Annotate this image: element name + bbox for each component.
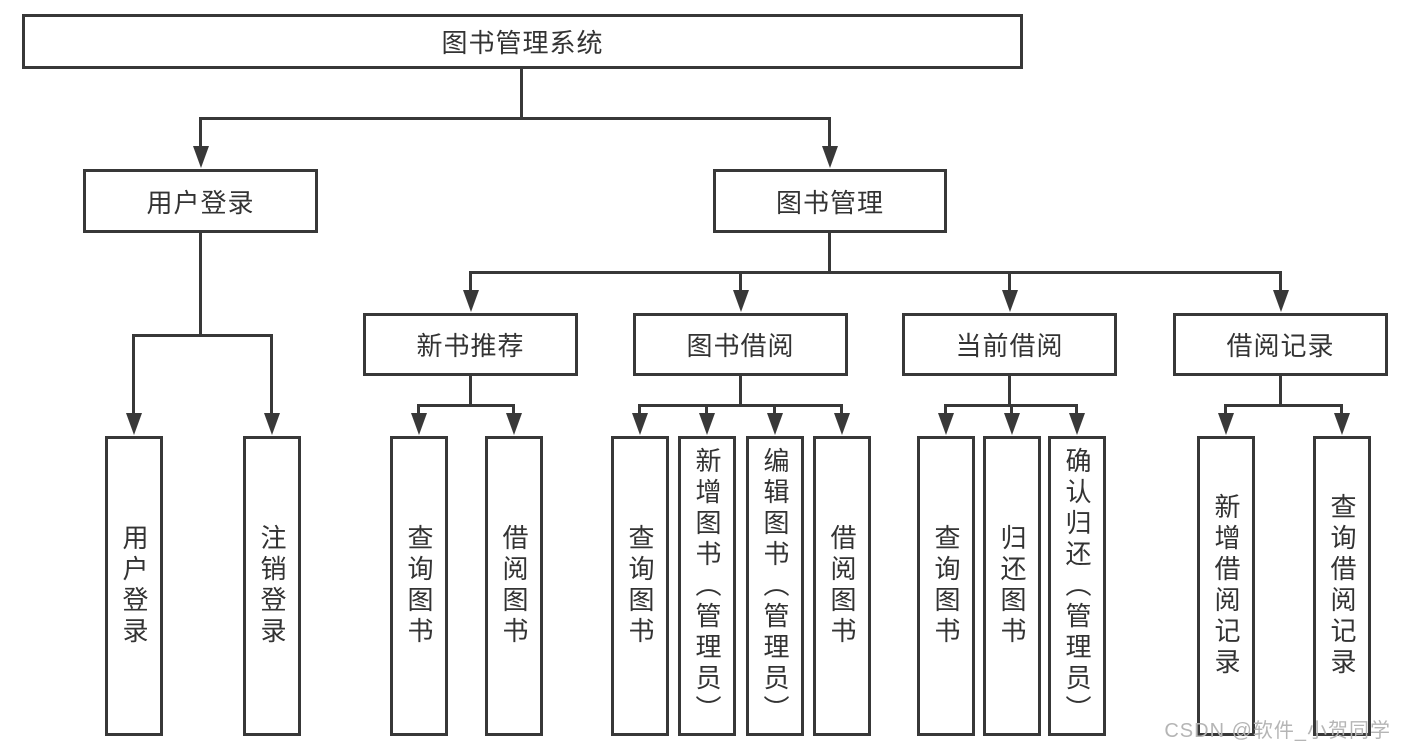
node-current-borrowing: 当前借阅 <box>902 313 1117 376</box>
leaf-logout-label: 注销登录 <box>257 524 287 648</box>
leaf-return-book-label: 归还图书 <box>997 524 1027 648</box>
connector-line <box>828 117 831 149</box>
connector-line <box>469 271 1282 274</box>
connector-arrow <box>264 413 280 435</box>
csdn-watermark: CSDN @软件_小贺同学 <box>1164 720 1391 742</box>
connector-line <box>199 233 202 334</box>
connector-line <box>1224 404 1227 416</box>
connector-line <box>132 334 135 416</box>
connector-line <box>739 376 742 404</box>
connector-line <box>417 404 420 416</box>
leaf-return-book: 归还图书 <box>983 436 1041 736</box>
leaf-query-book-borrow: 查询图书 <box>611 436 669 736</box>
connector-arrow <box>463 290 479 312</box>
connector-arrow <box>938 413 954 435</box>
leaf-borrow-book-label: 借阅图书 <box>827 524 857 648</box>
connector-line <box>512 404 515 416</box>
connector-line <box>840 404 843 416</box>
connector-line <box>638 404 843 407</box>
leaf-query-book-current: 查询图书 <box>917 436 975 736</box>
leaf-confirm-return-admin: 确认归还（管理员） <box>1048 436 1106 736</box>
connector-arrow <box>1069 413 1085 435</box>
leaf-user-login-label: 用户登录 <box>119 524 149 648</box>
connector-line <box>1279 271 1282 293</box>
connector-line <box>520 69 523 117</box>
connector-arrow <box>126 413 142 435</box>
leaf-query-book-borrow-label: 查询图书 <box>625 524 655 648</box>
connector-arrow <box>632 413 648 435</box>
connector-line <box>1010 404 1013 416</box>
node-new-book-recommend: 新书推荐 <box>363 313 578 376</box>
leaf-query-book-current-label: 查询图书 <box>931 524 961 648</box>
leaf-query-book-recommend: 查询图书 <box>390 436 448 736</box>
node-user-login: 用户登录 <box>83 169 318 233</box>
node-book-borrowing: 图书借阅 <box>633 313 848 376</box>
connector-arrow <box>506 413 522 435</box>
leaf-borrow-book: 借阅图书 <box>813 436 871 736</box>
connector-arrow <box>1004 413 1020 435</box>
connector-line <box>828 233 831 271</box>
connector-line <box>739 271 742 293</box>
connector-line <box>944 404 947 416</box>
node-borrowing-records: 借阅记录 <box>1173 313 1388 376</box>
connector-line <box>1008 376 1011 404</box>
connector-arrow <box>1002 290 1018 312</box>
leaf-query-borrow-record-label: 查询借阅记录 <box>1327 493 1357 679</box>
leaf-add-book-admin-label: 新增图书（管理员） <box>692 446 722 726</box>
leaf-add-book-admin: 新增图书（管理员） <box>678 436 736 736</box>
leaf-query-book-recommend-label: 查询图书 <box>404 524 434 648</box>
connector-line <box>1008 271 1011 293</box>
connector-line <box>469 376 472 404</box>
leaf-add-borrow-record-label: 新增借阅记录 <box>1211 493 1241 679</box>
leaf-edit-book-admin-label: 编辑图书（管理员） <box>760 446 790 726</box>
connector-arrow <box>733 290 749 312</box>
connector-arrow <box>411 413 427 435</box>
connector-line <box>1279 376 1282 404</box>
connector-arrow <box>822 146 838 168</box>
connector-arrow <box>1334 413 1350 435</box>
node-library-management-system: 图书管理系统 <box>22 14 1023 69</box>
connector-line <box>417 404 515 407</box>
connector-arrow <box>834 413 850 435</box>
connector-arrow <box>193 146 209 168</box>
node-book-management: 图书管理 <box>713 169 947 233</box>
connector-line <box>773 404 776 416</box>
leaf-user-login: 用户登录 <box>105 436 163 736</box>
connector-line <box>469 271 472 293</box>
connector-line <box>199 117 202 149</box>
connector-line <box>270 334 273 416</box>
connector-line <box>132 334 273 337</box>
connector-arrow <box>767 413 783 435</box>
leaf-query-borrow-record: 查询借阅记录 <box>1313 436 1371 736</box>
leaf-borrow-book-recommend-label: 借阅图书 <box>499 524 529 648</box>
connector-arrow <box>1218 413 1234 435</box>
connector-line <box>1075 404 1078 416</box>
connector-arrow <box>1273 290 1289 312</box>
connector-line <box>199 117 831 120</box>
connector-line <box>1340 404 1343 416</box>
connector-arrow <box>699 413 715 435</box>
connector-line <box>1224 404 1343 407</box>
leaf-logout: 注销登录 <box>243 436 301 736</box>
leaf-add-borrow-record: 新增借阅记录 <box>1197 436 1255 736</box>
leaf-borrow-book-recommend: 借阅图书 <box>485 436 543 736</box>
connector-line <box>705 404 708 416</box>
connector-line <box>638 404 641 416</box>
leaf-confirm-return-admin-label: 确认归还（管理员） <box>1062 446 1092 726</box>
leaf-edit-book-admin: 编辑图书（管理员） <box>746 436 804 736</box>
